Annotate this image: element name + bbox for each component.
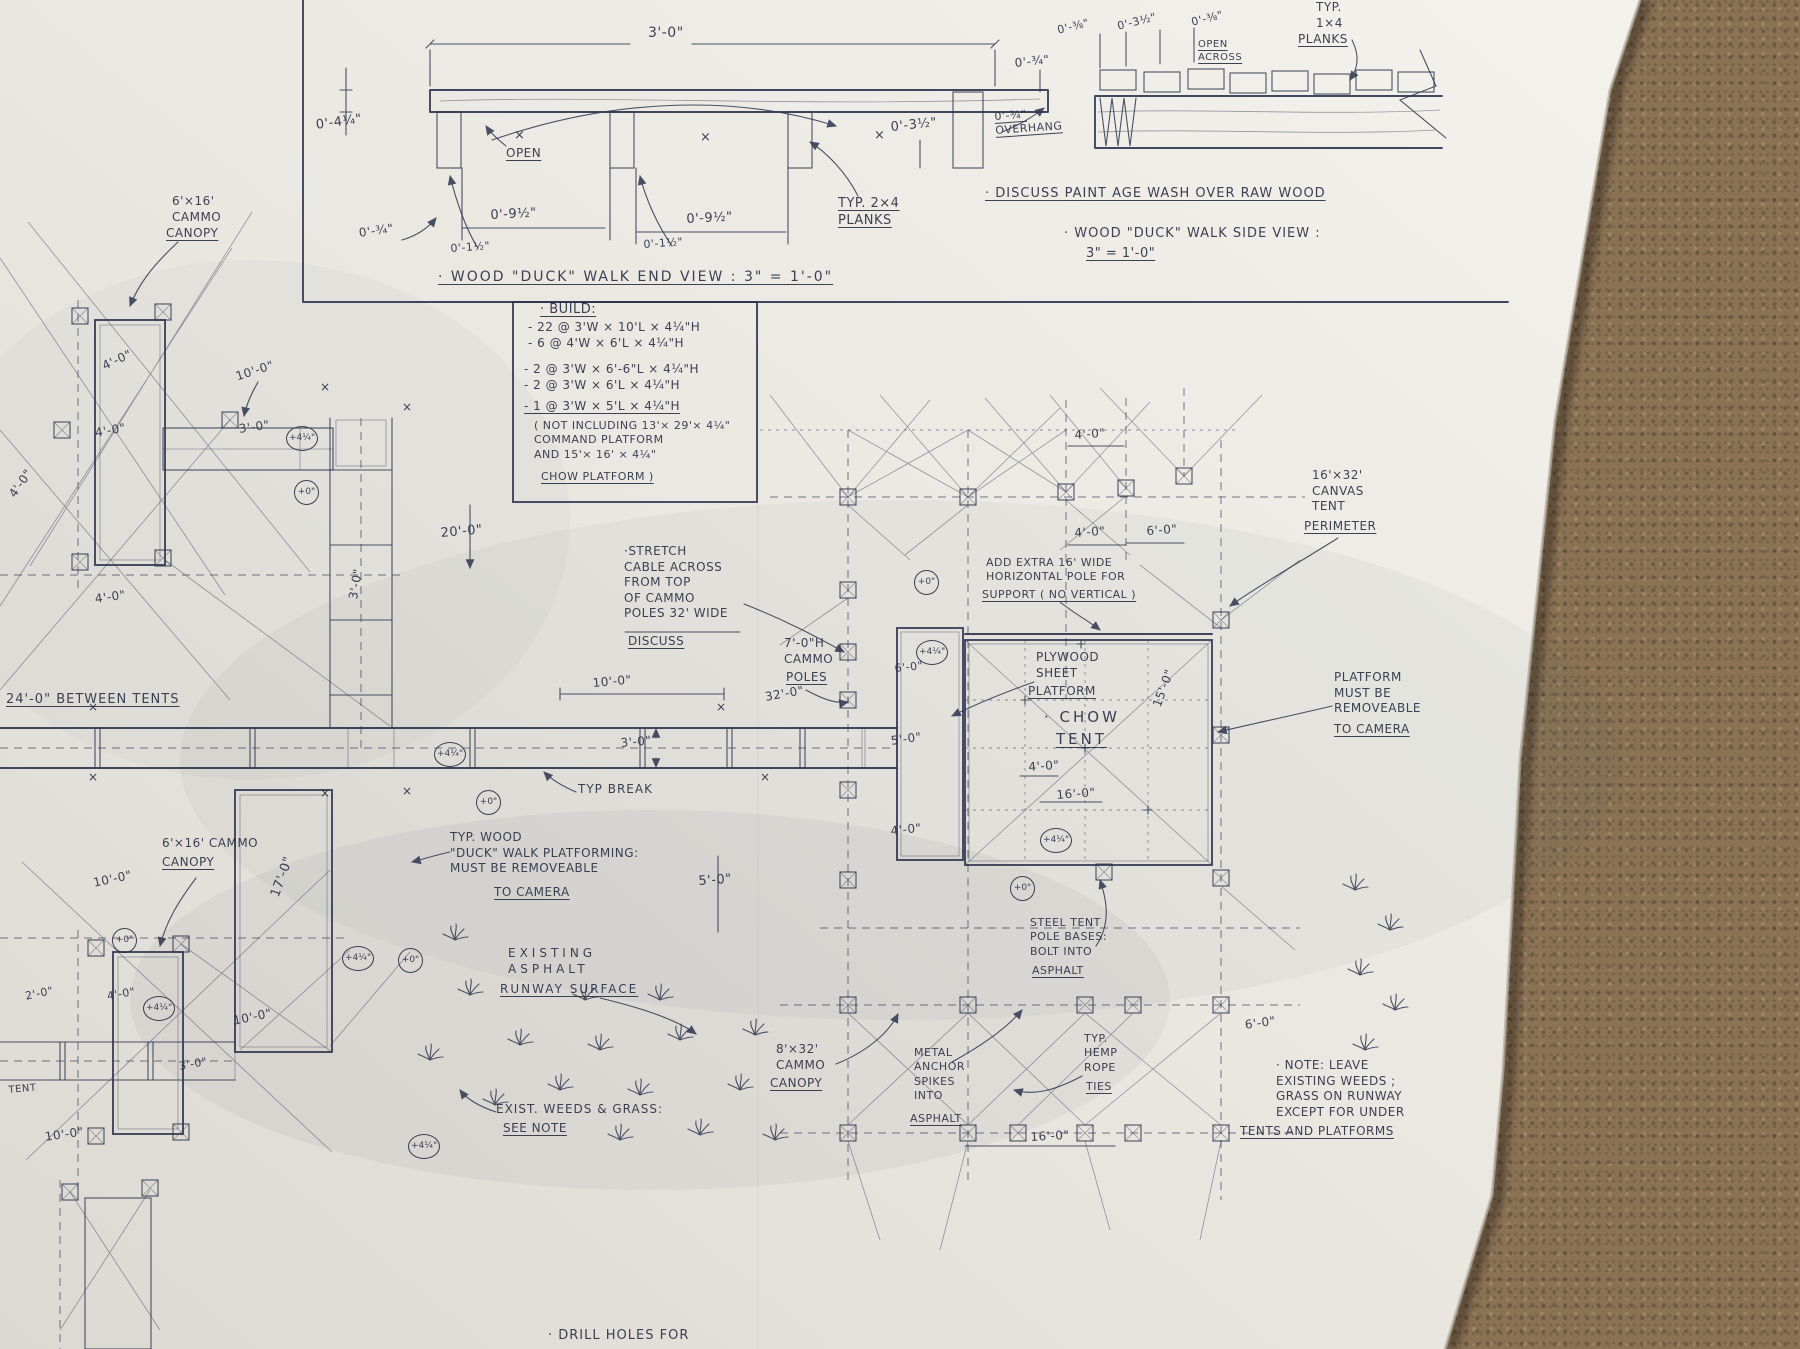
plan-vertical-duckwalk — [329, 417, 475, 748]
paper-sheet — [0, 0, 1642, 1349]
plan-left-bottom-tent — [0, 789, 697, 1349]
build-list-box — [512, 301, 758, 503]
plan-horizontal-duckwalk — [0, 687, 898, 933]
paper-shadow — [1445, 0, 1652, 1349]
sheet-border-lines — [302, 0, 1509, 503]
plan-right-tent-grid — [760, 387, 1305, 1251]
duckwalk-end-view — [339, 39, 1049, 249]
duckwalk-side-view — [1094, 27, 1447, 149]
plan-chow-tent — [624, 537, 1339, 1097]
plan-left-top-tent — [0, 211, 400, 727]
